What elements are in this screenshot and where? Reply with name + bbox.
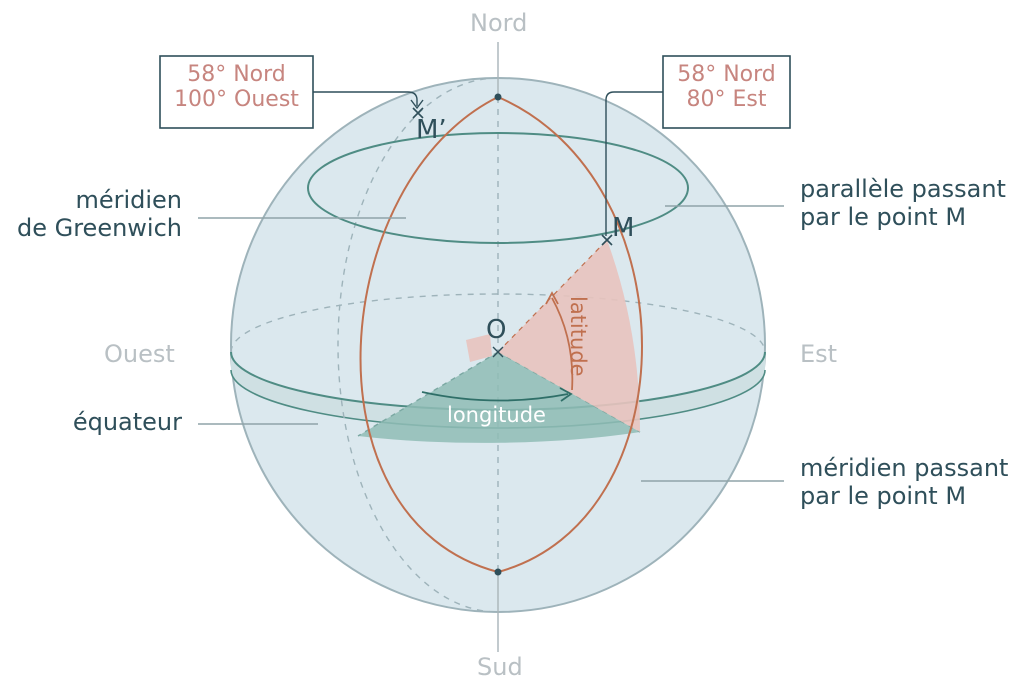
latitude-arrow (551, 297, 574, 391)
equator-back (230, 293, 766, 353)
coord-box-m-prime-text: 58° Nord 100° Ouest (160, 62, 313, 113)
coord-box-m-prime (159, 55, 314, 129)
label-parallele-line1: parallèle passant (800, 175, 1006, 203)
label-greenwich-line2: de Greenwich (16, 213, 182, 242)
meridian-through-m (497, 96, 643, 573)
direction-est: Est (800, 340, 838, 368)
point-m-prime-label: M’ (416, 115, 447, 145)
coord-m-prime-lon: 100° Ouest (174, 87, 299, 113)
label-parallele-line2: par le point M (800, 202, 967, 231)
m-prime-point-mark (412, 107, 424, 119)
point-o-label: O (486, 315, 507, 345)
label-greenwich: méridien de Greenwich (0, 186, 182, 242)
latitude-arrowhead (545, 291, 559, 305)
label-meridien-m: méridien passant par le point M (800, 454, 1009, 510)
north-pole-dot (494, 93, 502, 101)
coord-m-lon: 80° Est (686, 87, 767, 113)
latitude-wedge (498, 240, 640, 432)
label-parallele: parallèle passant par le point M (800, 175, 1006, 231)
coord-m-lat: 58° Nord (677, 62, 776, 87)
greenwich-meridian (359, 96, 499, 573)
parallel-circle (307, 132, 689, 244)
south-pole-dot (494, 568, 502, 576)
coord-m-prime-lat: 58° Nord (187, 62, 286, 87)
label-equateur: équateur (72, 408, 182, 436)
m-point-mark (601, 234, 613, 246)
longitude-wedge (358, 352, 640, 443)
coord-box-m (662, 55, 791, 129)
direction-sud: Sud (477, 653, 523, 681)
leader-m (605, 91, 663, 236)
leader-m-prime-head (410, 99, 424, 110)
direction-ouest: Ouest (104, 340, 175, 368)
angle-longitude-label: longitude (447, 403, 546, 427)
leader-m-prime (313, 91, 418, 106)
direction-nord: Nord (470, 9, 528, 37)
longitude-arrow (421, 391, 569, 402)
back-meridian (337, 77, 499, 613)
label-meridien-m-line2: par le point M (800, 481, 967, 510)
angle-latitude-label: latitude (566, 296, 590, 377)
center-mark (492, 346, 504, 358)
label-greenwich-line1: méridien (75, 186, 182, 214)
small-pink-mark (466, 334, 492, 362)
longitude-arrowhead (559, 387, 573, 402)
point-m-label: M (612, 213, 635, 243)
coord-box-m-text: 58° Nord 80° Est (663, 62, 790, 113)
label-meridien-m-line1: méridien passant (800, 454, 1009, 482)
latitude-radius (497, 239, 608, 353)
